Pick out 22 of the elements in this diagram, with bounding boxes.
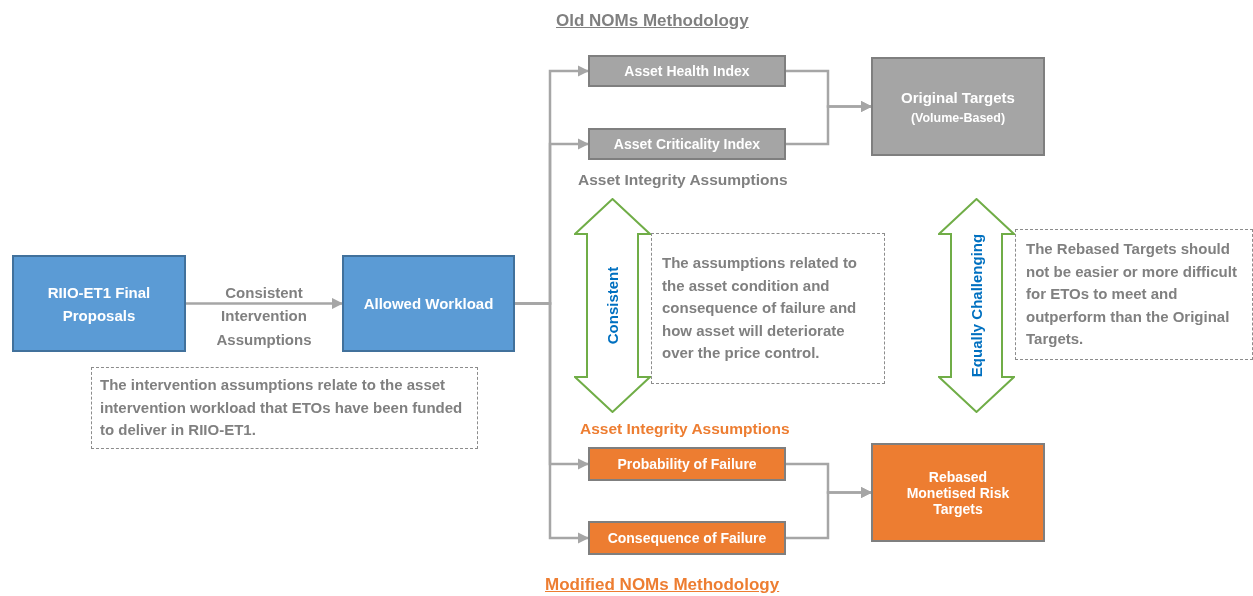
edge-label: Consistent Intervention Assumptions: [215, 282, 313, 350]
box-subtitle: (Volume-Based): [910, 109, 1006, 127]
section-heading: Old NOMs Methodology: [556, 11, 749, 31]
section-heading: Modified NOMs Methodology: [545, 575, 780, 595]
note-box: The intervention assumptions relate to the asset intervention workload that ETOs have been funded to deliver in RIIO-ET1.: [91, 367, 478, 449]
process-box: Rebased Monetised Risk Targets: [871, 443, 1045, 542]
process-box: Asset Criticality Index: [588, 128, 786, 160]
process-box: Probability of Failure: [588, 447, 786, 481]
arrow-label: Equally Challenging: [968, 233, 985, 378]
connector-arrow: [186, 297, 344, 310]
group-caption: Asset Integrity Assumptions: [578, 171, 788, 189]
group-caption: Asset Integrity Assumptions: [580, 420, 790, 438]
process-box: Asset Health Index: [588, 55, 786, 87]
note-box: The Rebased Targets should not be easier or more difficult for ETOs to meet and outperform than the Original Targets.: [1015, 229, 1253, 360]
box-title: Original Targets: [901, 87, 1015, 108]
note-box: The assumptions related to the asset condition and consequence of failure and how asset will deteriorate over the price control.: [651, 233, 885, 384]
process-box: Consequence of Failure: [588, 521, 786, 555]
arrow-label: Consistent: [604, 266, 621, 345]
process-box: [871, 57, 1045, 156]
connector-arrow: [515, 302, 590, 544]
process-box: RIIO-ET1 Final Proposals: [12, 255, 186, 352]
process-box: Allowed Workload: [342, 255, 515, 352]
